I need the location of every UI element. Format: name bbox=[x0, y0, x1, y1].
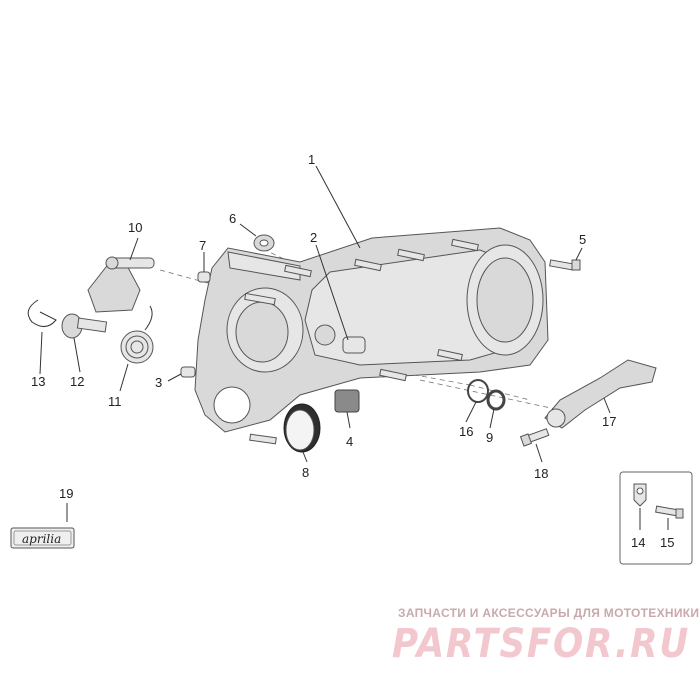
callout-15: 15 bbox=[660, 535, 674, 550]
callout-6: 6 bbox=[229, 211, 236, 226]
callout-8: 8 bbox=[302, 465, 309, 480]
crankcase-cover bbox=[194, 227, 549, 433]
callout-1: 1 bbox=[308, 152, 315, 167]
callout-7: 7 bbox=[199, 238, 206, 253]
callout-17: 17 bbox=[602, 414, 616, 429]
callout-11: 11 bbox=[108, 394, 122, 409]
seal-washer bbox=[253, 234, 275, 252]
logo-text: aprilia bbox=[22, 532, 61, 546]
callout-labels: 1 2 3 4 5 6 7 8 9 10 11 12 13 14 15 16 1… bbox=[31, 152, 674, 550]
bolt-5 bbox=[549, 259, 581, 271]
callout-19: 19 bbox=[59, 486, 73, 501]
lever-bolt bbox=[519, 428, 550, 447]
callout-9: 9 bbox=[486, 430, 493, 445]
callout-18: 18 bbox=[534, 466, 548, 481]
kick-bushing bbox=[61, 313, 108, 339]
circlip-ring bbox=[486, 389, 506, 411]
callout-2: 2 bbox=[310, 230, 317, 245]
watermark-tagline: ЗАПЧАСТИ И АКСЕССУАРЫ ДЛЯ МОТОТЕХНИКИ bbox=[398, 606, 699, 620]
kickstart-spring bbox=[120, 305, 154, 364]
dowel-pin-upper bbox=[197, 271, 211, 283]
leader-lines bbox=[39, 165, 669, 530]
cover-bolts bbox=[244, 238, 479, 445]
kickstart-lever bbox=[544, 359, 657, 429]
callout-12: 12 bbox=[70, 374, 84, 389]
rubber-block bbox=[334, 389, 360, 413]
inset-box bbox=[619, 471, 693, 565]
callout-5: 5 bbox=[579, 232, 586, 247]
callout-13: 13 bbox=[31, 374, 45, 389]
callout-10: 10 bbox=[128, 220, 142, 235]
callout-16: 16 bbox=[459, 424, 473, 439]
dowel-pin-left bbox=[180, 366, 196, 378]
callout-4: 4 bbox=[346, 434, 353, 449]
wire-clip bbox=[27, 299, 57, 327]
callout-14: 14 bbox=[631, 535, 645, 550]
kickstart-gear bbox=[87, 256, 155, 313]
callout-3: 3 bbox=[155, 375, 162, 390]
aprilia-logo-plate: aprilia bbox=[10, 527, 75, 549]
watermark: ЗАПЧАСТИ И АКСЕССУАРЫ ДЛЯ МОТОТЕХНИКИ PA… bbox=[392, 606, 699, 667]
watermark-brand: PARTSFOR.RU bbox=[392, 621, 690, 667]
washer-ring bbox=[467, 379, 489, 403]
dowel-pin bbox=[342, 336, 366, 354]
cover-cap bbox=[283, 403, 321, 453]
